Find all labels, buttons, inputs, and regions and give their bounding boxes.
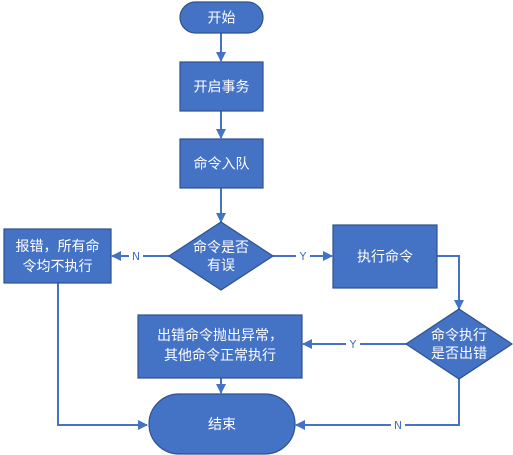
execute-label: 执行命令 — [357, 249, 413, 266]
enqueue-label: 命令入队 — [194, 156, 250, 173]
edge-label-check-no: N — [132, 250, 140, 263]
check-error-label-line1: 命令是否 — [193, 239, 249, 256]
edge-execute-to-exec-check — [437, 255, 464, 310]
end-label: 结束 — [208, 417, 236, 433]
edge-exec-check-to-end — [295, 379, 460, 430]
edge-label-check-yes: Y — [299, 250, 307, 263]
edge-label-bg — [391, 418, 405, 432]
exec-error-label-line1: 命令执行 — [431, 327, 487, 344]
edge-report-to-end — [57, 283, 148, 430]
edge-label-exec-no: N — [394, 419, 402, 432]
enqueue-node — [179, 138, 264, 189]
edge-label-exec-yes: Y — [349, 338, 357, 351]
report-error-label-line1: 报错，所有命 — [16, 238, 100, 255]
check-error-label-line2: 有误 — [207, 258, 235, 274]
begin-transaction-node — [179, 61, 264, 112]
execute-node — [332, 224, 438, 289]
exec-error-decision — [404, 308, 513, 380]
edge-label-bg — [129, 249, 143, 263]
partial-exec-label-line2: 其他命令正常执行 — [164, 347, 276, 364]
report-error-node — [3, 228, 112, 284]
report-error-label-line2: 令均不执行 — [23, 259, 93, 275]
partial-exec-label-line1: 出错命令抛出异常， — [157, 327, 283, 344]
start-label: 开始 — [208, 11, 236, 27]
edge-label-bg — [346, 337, 360, 351]
check-error-decision — [167, 221, 275, 291]
edge-label-bg — [296, 249, 310, 263]
end-node — [148, 393, 296, 455]
partial-exec-node — [137, 314, 303, 379]
exec-error-label-line2: 是否出错 — [431, 346, 487, 362]
start-node — [179, 1, 264, 34]
begin-transaction-label: 开启事务 — [194, 80, 250, 96]
